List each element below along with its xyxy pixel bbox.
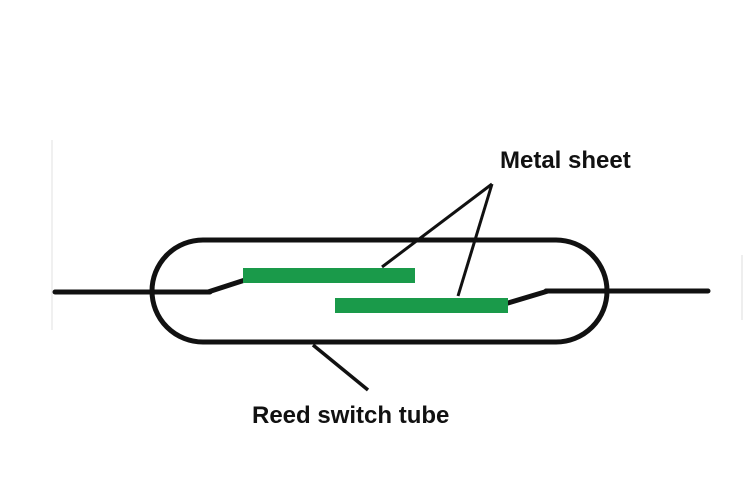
tube-leader (311, 343, 370, 392)
metal-sheet-lower (335, 298, 508, 313)
reed-switch-tube (149, 237, 610, 345)
right-lead-bend (505, 288, 551, 306)
metal-sheet-leader-1 (381, 182, 493, 269)
metal-sheet-label: Metal sheet (500, 147, 631, 174)
left-lead-bend (205, 277, 248, 295)
metal-sheet-upper (243, 268, 415, 283)
reed-switch-tube-label: Reed switch tube (252, 402, 449, 429)
metal-sheet-leader-2 (456, 183, 494, 297)
